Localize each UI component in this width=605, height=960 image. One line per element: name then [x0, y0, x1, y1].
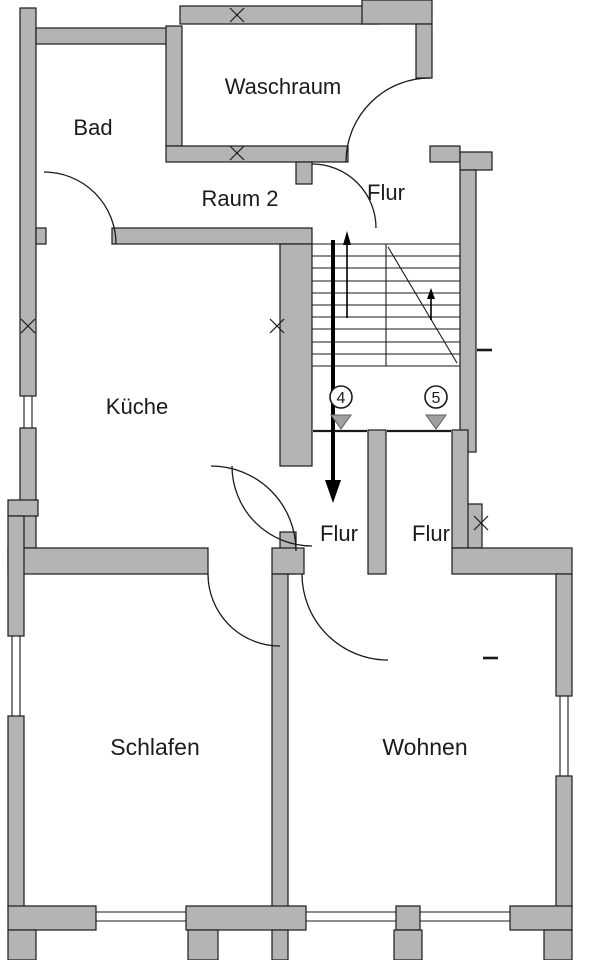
wall-segment	[459, 151, 493, 171]
door-triangle-4	[330, 414, 352, 430]
wall-segment	[7, 905, 97, 931]
wall-segment	[451, 547, 573, 575]
wall-segment	[279, 243, 313, 467]
door-arc-flur-top	[345, 77, 431, 163]
door-arc-kueche	[210, 465, 297, 552]
wall-segment	[165, 145, 349, 163]
stair-diagonal-line	[387, 246, 458, 364]
wall-segment	[509, 905, 573, 931]
wall-segment	[555, 775, 573, 909]
wall-segment	[187, 929, 219, 960]
x-mark	[229, 145, 245, 161]
room-label-flur-right: Flur	[412, 521, 450, 546]
wall-segment	[179, 5, 379, 25]
wall-segment	[7, 547, 209, 575]
door-arc-raum2	[311, 163, 377, 229]
marker-label-4: 4	[337, 390, 346, 407]
wall-segment	[185, 905, 307, 931]
wall-break-marks	[20, 7, 498, 660]
wall-segment	[361, 0, 433, 25]
door-triangle-5	[425, 414, 447, 430]
x-mark	[229, 7, 245, 23]
wall-segment	[395, 905, 421, 931]
wall-segment	[451, 429, 469, 549]
stair-direction-arrow-head-up	[343, 231, 351, 245]
walls	[7, 0, 573, 960]
direction-arrows	[325, 231, 351, 503]
wall-segment	[295, 161, 313, 185]
room-label-flur-top: Flur	[367, 180, 405, 205]
stair-mini-arrow-head	[427, 288, 435, 299]
room-label-waschraum: Waschraum	[225, 74, 342, 99]
wall-segment	[393, 929, 423, 960]
marker-label-5: 5	[432, 390, 441, 407]
wall-segment	[19, 7, 37, 397]
x-mark	[473, 515, 489, 531]
wall-segment	[165, 25, 183, 147]
wall-segment	[271, 929, 289, 960]
wall-segment	[555, 573, 573, 697]
wall-segment	[271, 573, 289, 909]
wall-segment	[35, 27, 169, 45]
wall-segment	[7, 715, 25, 909]
wall-segment	[367, 429, 387, 575]
wall-segment	[429, 145, 461, 163]
wall-segment	[271, 547, 305, 575]
wall-segment	[111, 227, 313, 245]
room-label-raum2: Raum 2	[201, 186, 278, 211]
door-arc-bad	[43, 171, 117, 245]
wall-segment	[7, 515, 25, 637]
wall-segment	[35, 227, 47, 245]
room-label-bad: Bad	[73, 115, 112, 140]
door-arc-wohnen	[301, 573, 389, 661]
door-arc-flur-left	[231, 465, 313, 547]
door-arc-schlafen	[207, 573, 281, 647]
wall-segment	[7, 929, 37, 960]
room-label-schlafen: Schlafen	[110, 734, 200, 760]
x-mark	[20, 318, 36, 334]
wall-segment	[543, 929, 573, 960]
marker-circle-5	[424, 385, 448, 409]
room-label-wohnen: Wohnen	[382, 734, 467, 760]
room-labels: Waschraum Bad Raum 2 Flur Küche Flur Flu…	[73, 74, 467, 760]
wall-segment	[459, 169, 477, 453]
unit-markers: 4 5	[329, 385, 448, 430]
windows	[11, 396, 569, 922]
x-mark	[269, 318, 285, 334]
wall-segment	[415, 23, 433, 79]
staircase	[312, 243, 460, 367]
room-label-flur-left: Flur	[320, 521, 358, 546]
room-label-kueche: Küche	[106, 394, 168, 419]
doors	[43, 77, 451, 661]
wall-segment	[7, 499, 39, 517]
marker-circle-4	[329, 385, 353, 409]
route-arrow-head-down	[325, 480, 341, 503]
